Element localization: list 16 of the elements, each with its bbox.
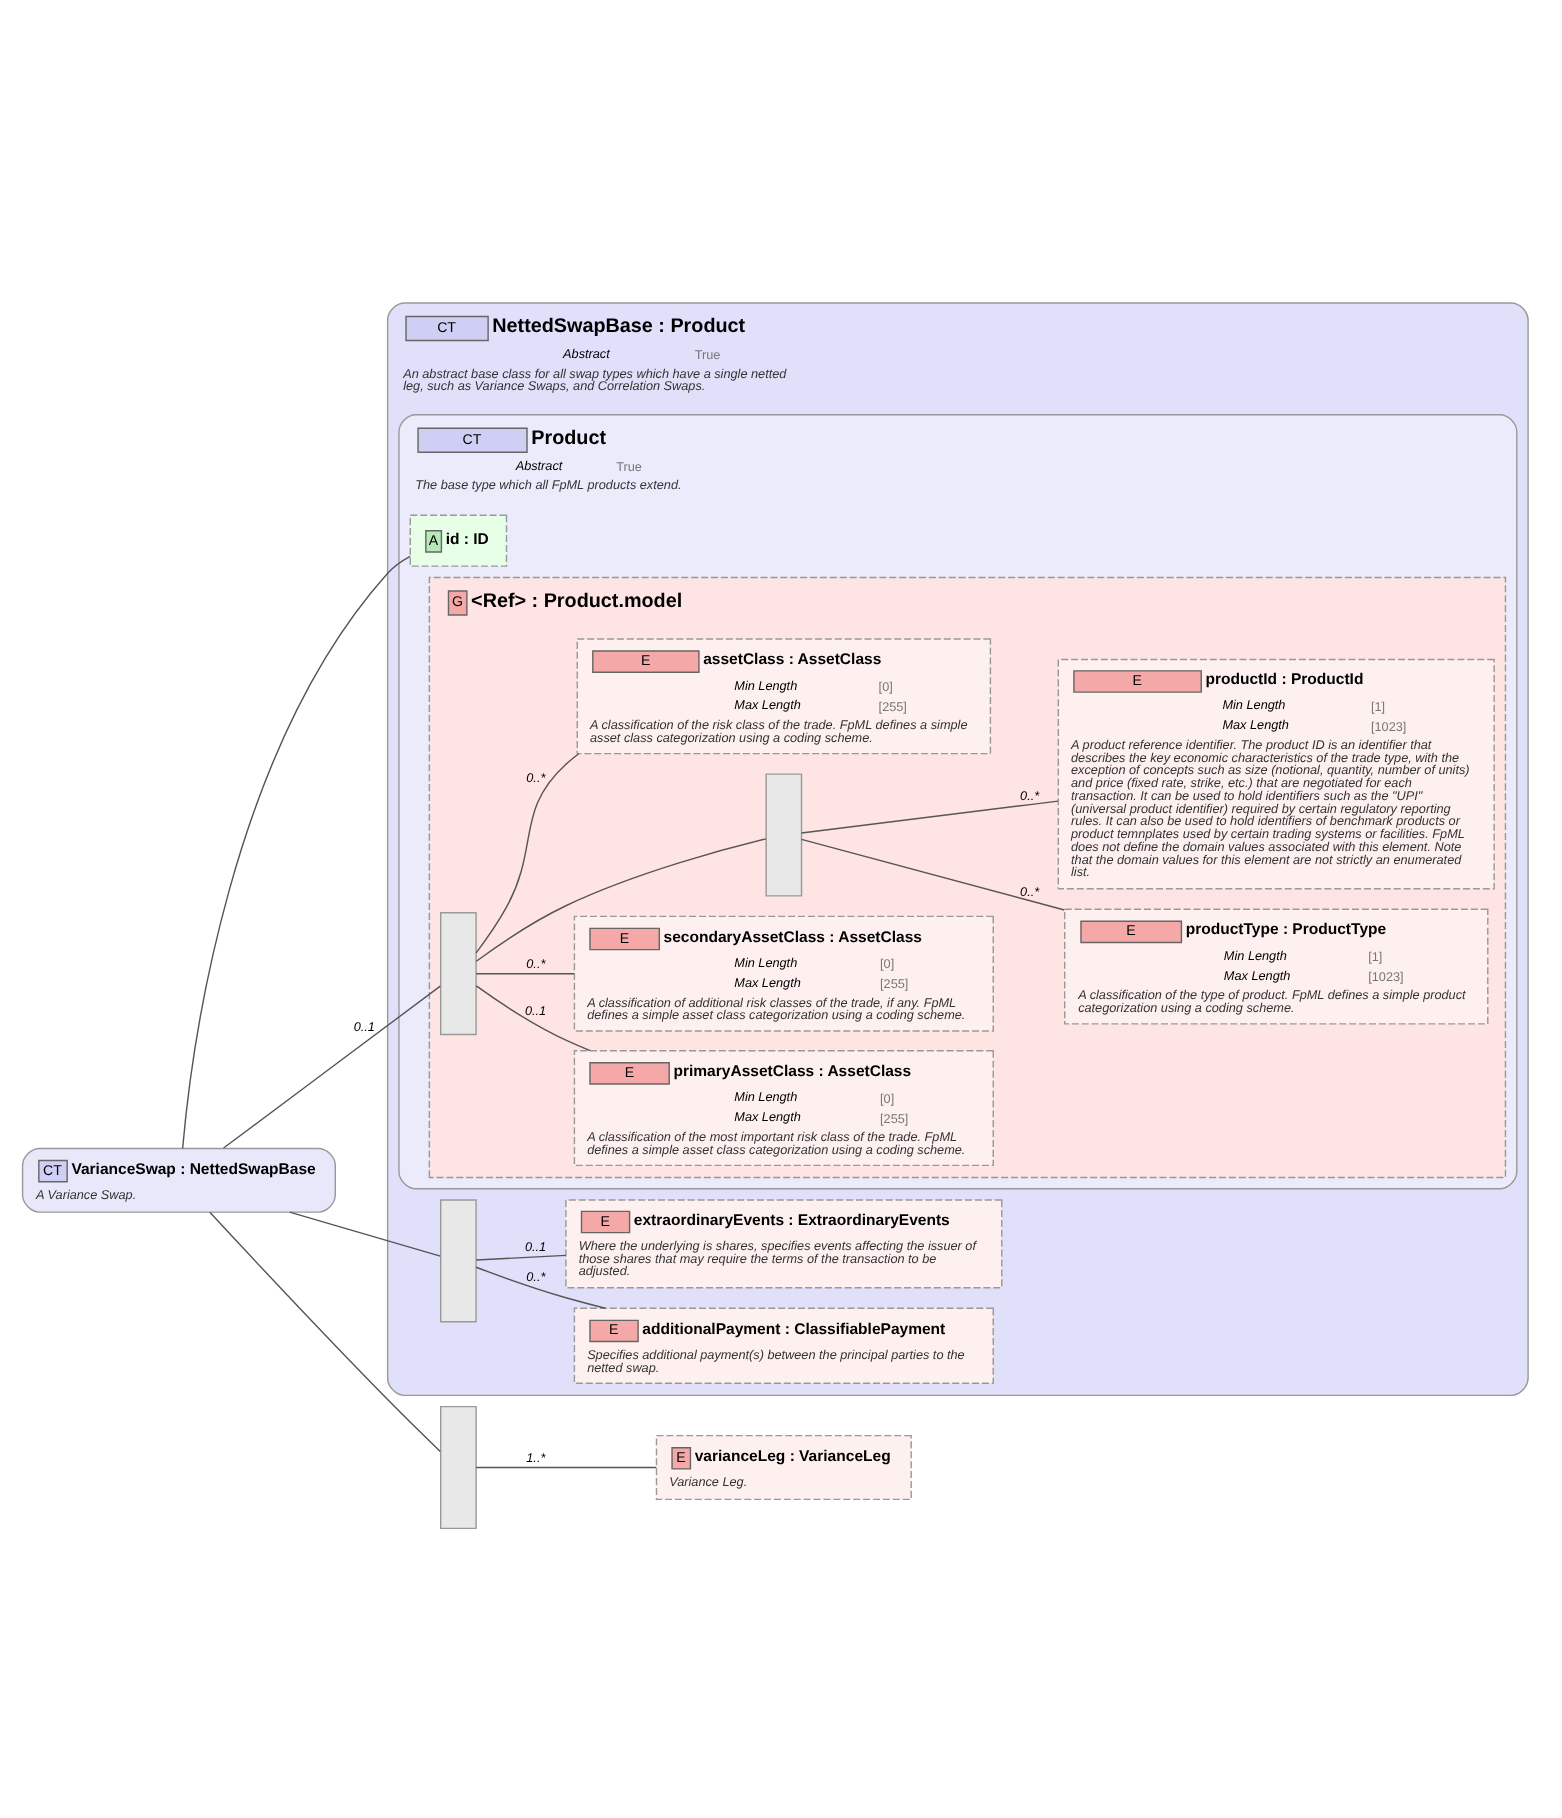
connector — [222, 984, 441, 1148]
connector — [475, 971, 575, 974]
connector — [288, 1210, 442, 1256]
connector — [181, 554, 411, 1148]
connector — [800, 837, 1066, 910]
node-box — [440, 1404, 477, 1529]
connector — [475, 837, 767, 961]
node-box — [440, 911, 477, 1035]
connector — [475, 1253, 567, 1260]
connector — [475, 1465, 658, 1468]
connector — [475, 984, 591, 1051]
connector — [209, 1210, 441, 1452]
connector — [800, 799, 1059, 833]
node-box — [440, 1198, 477, 1322]
connector — [475, 752, 580, 953]
node-box — [765, 772, 803, 896]
